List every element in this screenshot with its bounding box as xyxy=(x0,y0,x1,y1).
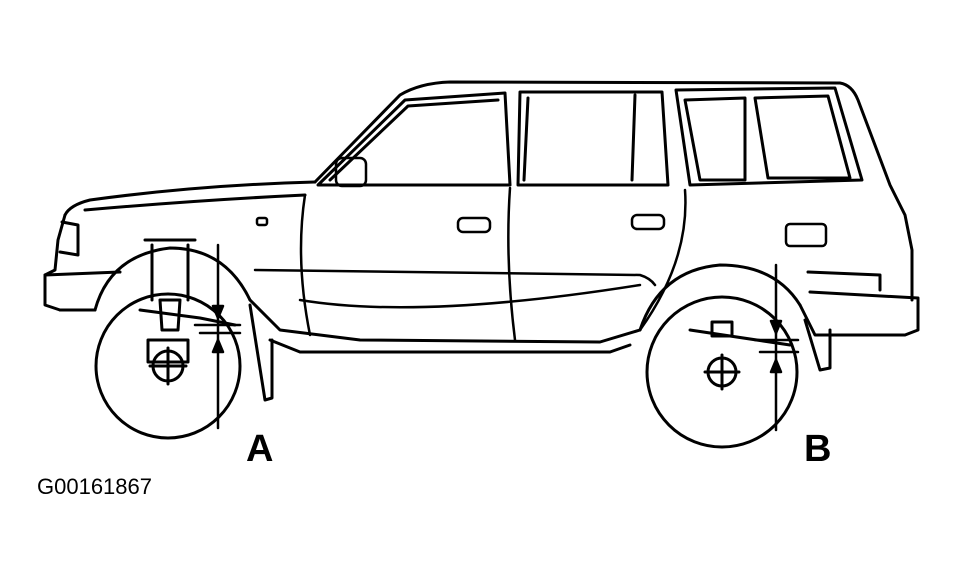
door-handle xyxy=(630,213,666,231)
side-marker xyxy=(255,216,269,227)
front-measurement-marker xyxy=(193,243,242,430)
figure-id: G00161867 xyxy=(37,474,152,499)
fuel-door xyxy=(784,222,828,248)
rear-measurement-marker xyxy=(753,263,800,432)
vehicle-windows xyxy=(316,86,864,187)
side-mirror xyxy=(334,156,368,188)
front-measurement-label: A xyxy=(246,428,274,470)
front-wheel xyxy=(94,238,242,440)
vehicle-body xyxy=(43,80,920,402)
door-handle xyxy=(456,216,492,234)
rear-wheel xyxy=(645,295,799,449)
rear-measurement-label: B xyxy=(804,428,832,470)
vehicle-doors xyxy=(253,156,828,342)
